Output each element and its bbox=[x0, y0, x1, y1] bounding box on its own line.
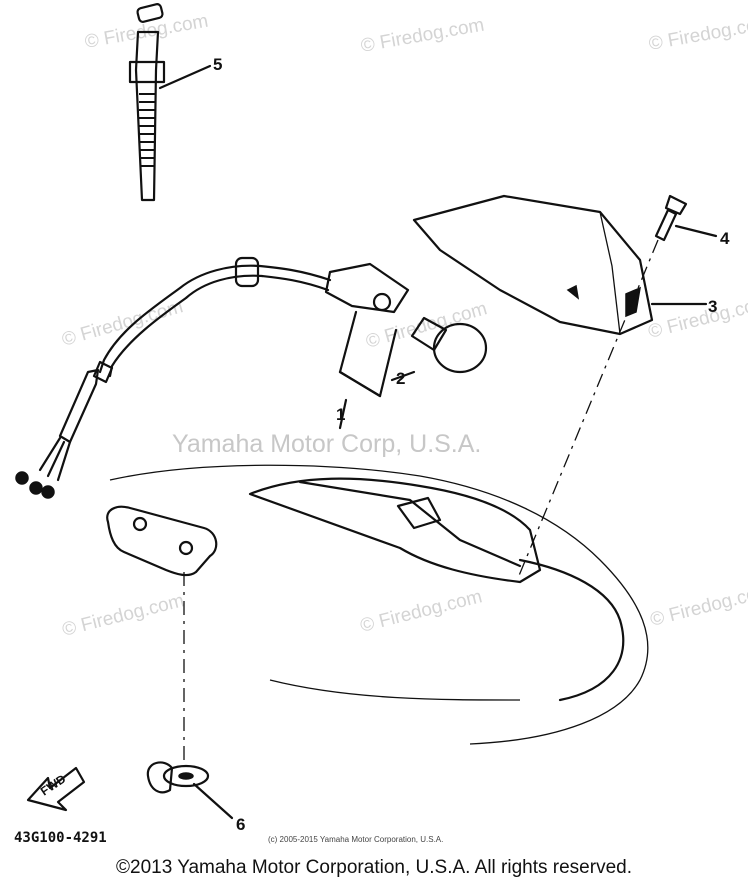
watermark-9: © Firedog.com bbox=[648, 580, 748, 631]
watermark-layer: © Firedog.com © Firedog.com © Firedog.co… bbox=[60, 11, 748, 641]
watermark-4: © Firedog.com bbox=[60, 296, 186, 351]
watermark-8: © Firedog.com bbox=[358, 586, 484, 637]
watermark-6: © Firedog.com bbox=[646, 292, 748, 343]
mounting-plate bbox=[106, 505, 218, 577]
watermark-3: © Firedog.com bbox=[647, 13, 748, 55]
part-code: 43G100-4291 bbox=[14, 830, 107, 846]
watermark-7: © Firedog.com bbox=[60, 590, 186, 641]
grommet-part-6 bbox=[146, 572, 234, 820]
watermark-center: Yamaha Motor Corp, U.S.A. bbox=[172, 430, 481, 458]
callout-4: 4 bbox=[720, 229, 730, 248]
bulb-part-2 bbox=[390, 316, 488, 382]
cable-tie-part-5 bbox=[128, 3, 212, 202]
callout-5: 5 bbox=[213, 55, 222, 74]
watermark-2: © Firedog.com bbox=[359, 15, 486, 57]
socket-harness-part-1 bbox=[15, 256, 410, 499]
screw-part-4 bbox=[654, 194, 718, 242]
callout-6: 6 bbox=[236, 815, 245, 834]
forward-direction-arrow: FWD bbox=[26, 766, 86, 812]
fwd-label: FWD bbox=[38, 771, 69, 798]
callout-3: 3 bbox=[708, 297, 717, 316]
callout-2: 2 bbox=[396, 369, 405, 388]
callout-1: 1 bbox=[336, 405, 345, 424]
rear-body-panel bbox=[109, 464, 649, 745]
small-copyright: (c) 2005-2015 Yamaha Motor Corporation, … bbox=[268, 835, 443, 844]
copyright-footer: ©2013 Yamaha Motor Corporation, U.S.A. A… bbox=[116, 857, 632, 878]
